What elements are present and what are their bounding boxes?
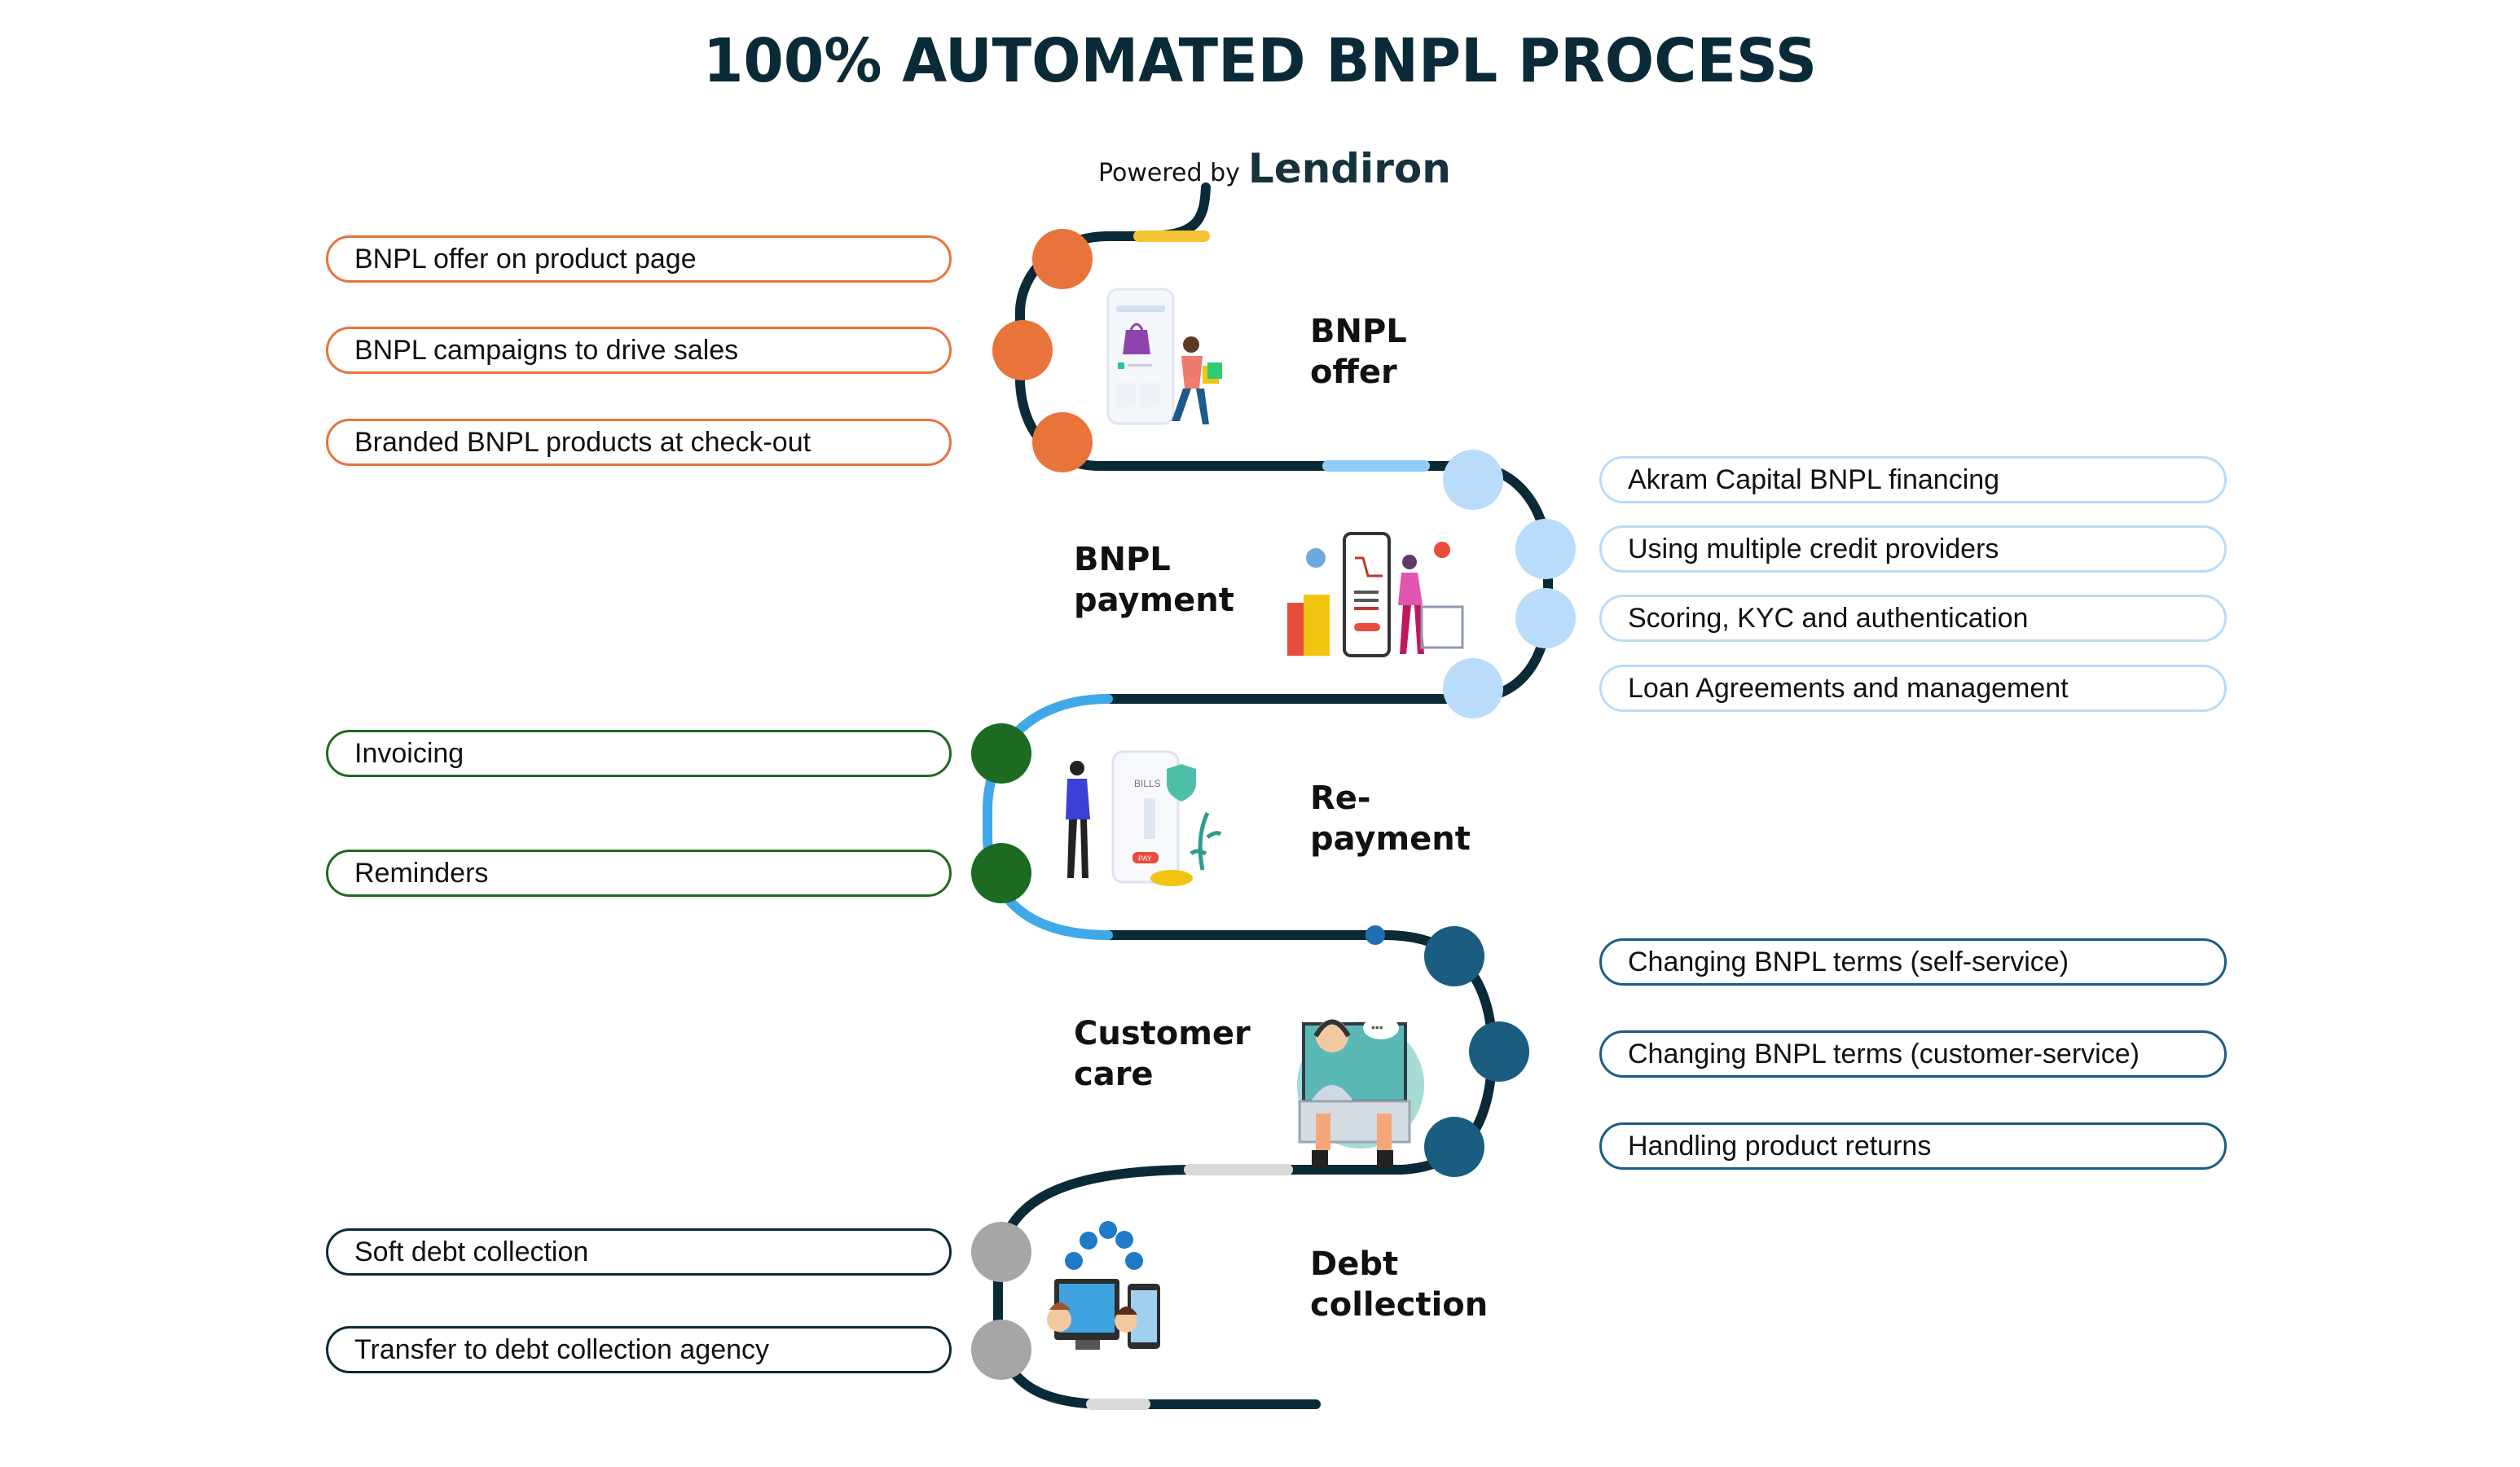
node-offer-1 (1032, 229, 1093, 289)
node-care-1 (1424, 926, 1484, 986)
stage-label-line: care (1074, 1056, 1154, 1093)
care-item: Handling product returns (1599, 1122, 2227, 1170)
support-agent-headset-icon: ••• (1297, 1017, 1424, 1168)
node-payment-3 (1515, 588, 1576, 648)
shopping-woman-phone-icon (1106, 288, 1222, 425)
offer-item: BNPL offer on product page (326, 235, 952, 283)
node-payment-1 (1443, 450, 1503, 510)
payment-item: Loan Agreements and management (1599, 665, 2227, 712)
care-item: Changing BNPL terms (self-service) (1599, 938, 2227, 986)
node-offer-2 (992, 320, 1053, 380)
offer-item: Branded BNPL products at check-out (326, 419, 952, 466)
pay-text: PAY (1138, 854, 1152, 863)
stage-label-line: offer (1310, 354, 1397, 391)
node-payment-4 (1443, 658, 1503, 718)
powered-by-prefix: Powered by (1098, 159, 1240, 187)
payment-item: Akram Capital BNPL financing (1599, 456, 2227, 503)
node-debt-2 (971, 1320, 1031, 1380)
debt-item: Transfer to debt collection agency (326, 1326, 952, 1373)
euro-coins-devices-icon (1047, 1221, 1160, 1350)
stage-label-line: Re- (1310, 780, 1371, 817)
stage-label-offer: BNPL offer (1310, 311, 1407, 393)
offer-item: BNPL campaigns to drive sales (326, 327, 952, 374)
stage-label-line: Debt (1310, 1245, 1399, 1283)
node-offer-3 (1032, 412, 1093, 472)
stage-label-line: collection (1310, 1286, 1489, 1324)
track-segment-repayment (983, 694, 1113, 940)
care-item: Changing BNPL terms (customer-service) (1599, 1030, 2227, 1078)
stage-label-line: BNPL (1074, 541, 1171, 578)
stage-label-line: BNPL (1310, 313, 1407, 350)
stage-label-line: Customer (1074, 1015, 1251, 1052)
powered-by: Powered by Lendiron (1098, 145, 1451, 192)
debt-item: Soft debt collection (326, 1228, 952, 1276)
node-payment-2 (1515, 519, 1576, 579)
mobile-cart-payment-icon (1287, 532, 1464, 657)
brand-logo: Lendiron (1247, 145, 1451, 192)
bills-pay-phone-icon: BILLS PAY (1066, 750, 1222, 886)
payment-item: Scoring, KYC and authentication (1599, 595, 2227, 642)
payment-item: Using multiple credit providers (1599, 525, 2227, 573)
bills-text: BILLS (1134, 778, 1161, 789)
repayment-item: Reminders (326, 850, 952, 897)
node-repayment-2 (971, 843, 1031, 903)
node-care-3 (1424, 1117, 1484, 1177)
stage-label-care: Customer care (1074, 1013, 1251, 1095)
node-repayment-1 (971, 723, 1031, 784)
track-node-small (1366, 925, 1385, 945)
stage-label-line: payment (1310, 820, 1471, 858)
stage-label-line: payment (1074, 582, 1234, 619)
stage-label-payment: BNPL payment (1074, 539, 1234, 621)
page-title: 100% AUTOMATED BNPL PROCESS (702, 26, 1818, 96)
svg-text:•••: ••• (1371, 1021, 1383, 1034)
stage-label-debt: Debt collection (1310, 1244, 1488, 1325)
node-debt-1 (971, 1222, 1031, 1282)
stage-label-repayment: Re- payment (1310, 778, 1471, 859)
node-care-2 (1469, 1021, 1529, 1082)
repayment-item: Invoicing (326, 730, 952, 777)
